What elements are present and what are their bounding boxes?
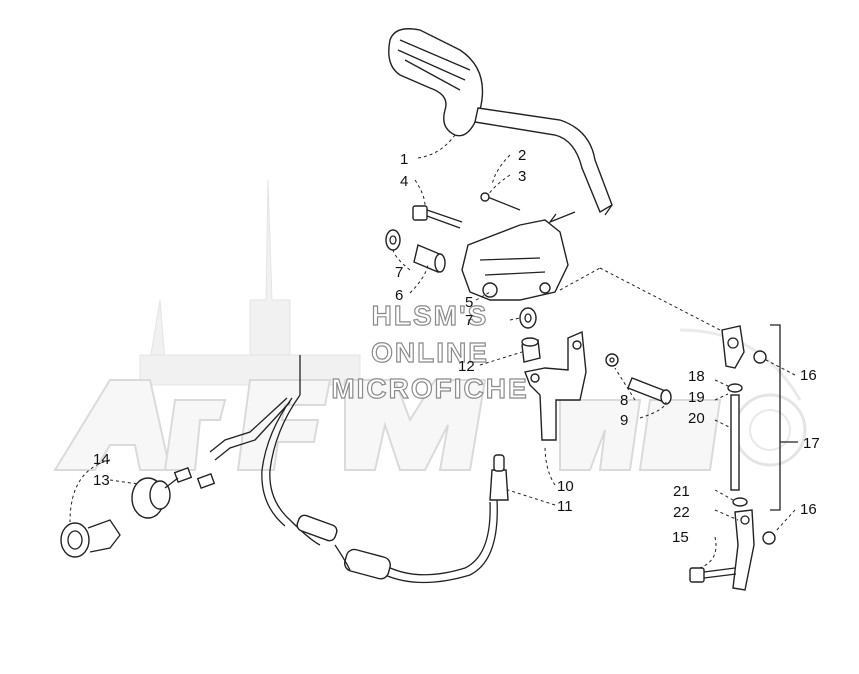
switch-part-12 xyxy=(521,337,541,363)
bushing-part-6 xyxy=(413,244,446,273)
callout-5: 5 xyxy=(465,294,473,311)
rod-end-part-18 xyxy=(721,325,745,369)
callout-1: 1 xyxy=(400,151,408,168)
callout-22: 22 xyxy=(673,504,690,521)
callout-18: 18 xyxy=(688,368,705,385)
callout-9: 9 xyxy=(620,412,628,429)
nut-part-19 xyxy=(727,383,743,393)
watermark-line-1: HLSM'S xyxy=(372,300,489,331)
watermark-logo xyxy=(53,179,807,471)
callout-12: 12 xyxy=(458,358,475,375)
lock-nut-part-8 xyxy=(605,353,619,367)
nut-part-16-lower xyxy=(762,531,776,545)
callout-10: 10 xyxy=(557,478,574,495)
shift-bracket-part-5 xyxy=(461,219,569,301)
sensor-part-11 xyxy=(489,454,509,501)
screw-part-9 xyxy=(627,377,672,405)
callout-21: 21 xyxy=(673,483,690,500)
link-phantom-line-2 xyxy=(559,267,601,291)
rod-part-20 xyxy=(730,394,740,491)
callout-4: 4 xyxy=(400,173,408,190)
group-bracket-17 xyxy=(770,324,798,511)
callout-2: 2 xyxy=(518,147,526,164)
callout-13: 13 xyxy=(93,472,110,489)
bolt-part-15 xyxy=(689,567,737,583)
rod-end-part-22 xyxy=(732,509,755,591)
callout-20: 20 xyxy=(688,410,705,427)
callout-3: 3 xyxy=(518,168,526,185)
callout-15: 15 xyxy=(672,529,689,546)
plug-part-13 xyxy=(131,477,179,519)
leader-lines xyxy=(69,134,796,569)
callout-11: 11 xyxy=(557,498,573,515)
watermark-text: HLSM'S ONLINE MICROFICHE xyxy=(331,299,528,404)
pin-part-3 xyxy=(480,192,521,211)
nut-part-16-upper xyxy=(753,350,767,364)
nut-part-14 xyxy=(60,519,121,558)
switch-bracket-part-10 xyxy=(524,330,587,441)
watermark-line-2: ONLINE xyxy=(371,337,489,368)
wiring-harness xyxy=(173,355,498,584)
link-phantom-line xyxy=(599,267,721,331)
watermark-line-3: MICROFICHE xyxy=(331,373,528,404)
bolt-part-4 xyxy=(412,205,463,229)
callout-7-upper: 7 xyxy=(395,264,403,281)
washer-part-7-lower xyxy=(519,307,537,329)
callout-17: 17 xyxy=(803,435,820,452)
callout-14: 14 xyxy=(93,451,110,468)
callout-labels: 1 2 3 4 5 6 7 7 8 9 10 11 12 13 14 15 16… xyxy=(93,147,820,546)
shift-lever-part-1 xyxy=(388,28,613,224)
washer-part-7-upper xyxy=(385,229,401,251)
callout-7-lower: 7 xyxy=(465,312,473,329)
nut-part-21 xyxy=(732,497,748,507)
callout-8: 8 xyxy=(620,392,628,409)
callout-16-lower: 16 xyxy=(800,501,817,518)
callout-16-upper: 16 xyxy=(800,367,817,384)
callout-6: 6 xyxy=(395,287,403,304)
callout-19: 19 xyxy=(688,389,705,406)
